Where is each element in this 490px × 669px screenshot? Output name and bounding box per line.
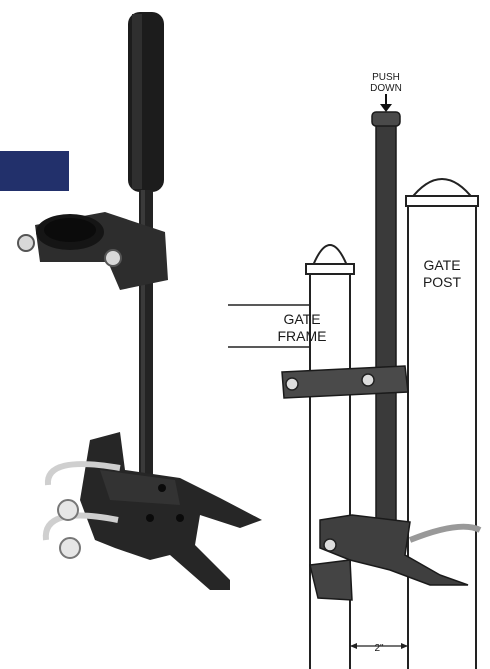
gap-measure-label: 2" [374, 643, 384, 654]
push-down-label-line2: DOWN [370, 83, 402, 94]
gate-post-label-line1: GATE [423, 257, 460, 273]
blue-accent-tab [0, 151, 69, 191]
push-down-label-line1: PUSH [372, 72, 400, 83]
gate-frame-label-line2: FRAME [278, 328, 327, 344]
lower-fork-plate [42, 432, 262, 590]
gate-frame [228, 244, 355, 669]
diagram-lower-bracket [309, 514, 482, 601]
gate-post-label-line2: POST [423, 274, 462, 290]
upper-bracket [17, 212, 168, 290]
gate-post [405, 178, 479, 669]
installation-diagram: PUSH DOWN GATE POST GATE FRAME 2" [228, 72, 482, 669]
diagram-upper-bracket [281, 365, 409, 399]
cane-bolt-latch-photo [17, 12, 262, 590]
diagram-latch-rod [375, 117, 397, 559]
gap-measurement [350, 643, 408, 649]
gate-frame-label-line1: GATE [283, 311, 320, 327]
latch-handle-grip [128, 12, 164, 192]
